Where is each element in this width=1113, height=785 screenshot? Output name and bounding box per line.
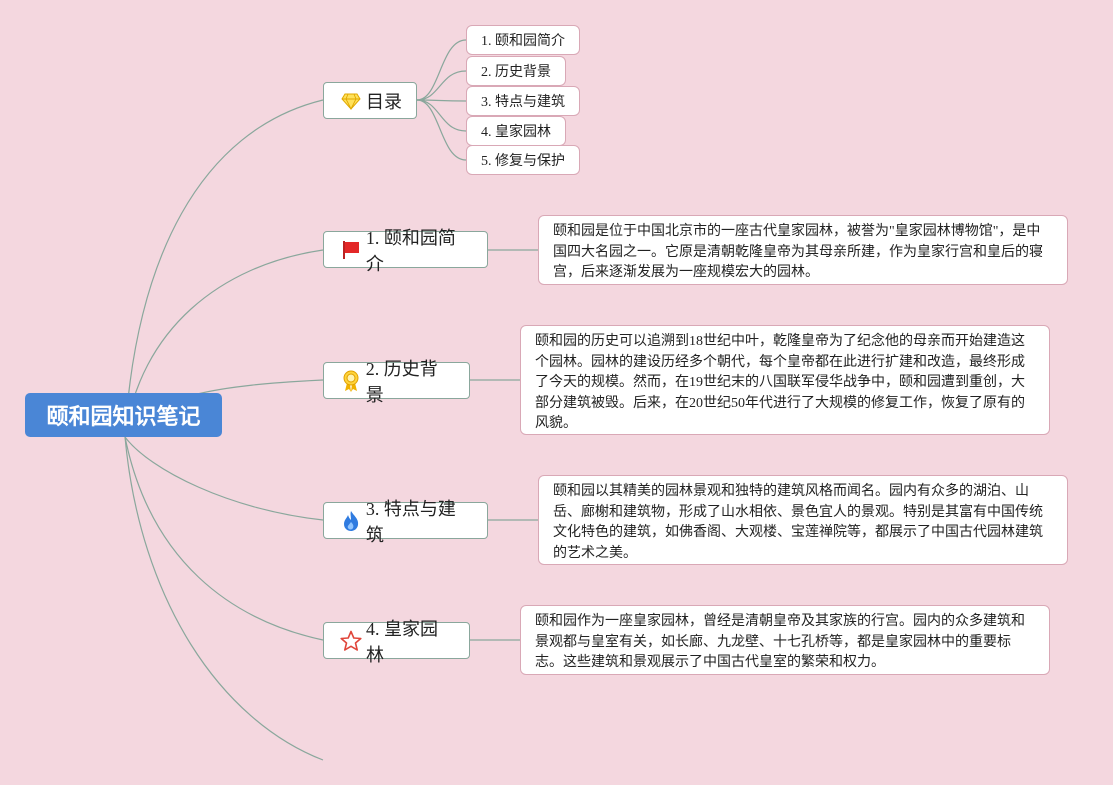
- branch-node-history[interactable]: 2. 历史背景: [323, 359, 470, 405]
- connector-toc-item-5: [416, 99, 467, 161]
- toc-item-3[interactable]: 3. 特点与建筑: [466, 86, 580, 116]
- description-text: 颐和园作为一座皇家园林，曾经是清朝皇帝及其家族的行宫。园内的众多建筑和景观都与皇…: [535, 614, 1025, 670]
- branch-label: 4. 皇家园林: [366, 618, 438, 665]
- toc-item-label: 4. 皇家园林: [481, 125, 551, 140]
- toc-item-5[interactable]: 5. 修复与保护: [466, 145, 580, 175]
- connector-root-branch-4: [124, 436, 324, 641]
- branch-node-features[interactable]: 3. 特点与建筑: [323, 499, 488, 545]
- branch-node-intro[interactable]: 1. 颐和园简介: [323, 228, 488, 274]
- branch-description-features: 颐和园以其精美的园林景观和独特的建筑风格而闻名。园内有众多的湖泊、山岳、廊榭和建…: [538, 475, 1068, 565]
- branch-node-royal[interactable]: 4. 皇家园林: [323, 619, 470, 665]
- branch-description-history: 颐和园的历史可以追溯到18世纪中叶，乾隆皇帝为了纪念他的母亲而开始建造这个园林。…: [520, 325, 1050, 435]
- connector-root-branch-3: [124, 436, 324, 521]
- root-title: 颐和园知识笔记: [46, 405, 201, 430]
- award-medal-icon: [340, 370, 362, 392]
- connector-root-toc: [124, 99, 324, 438]
- fire-icon: [340, 510, 362, 532]
- gem-icon: [340, 90, 362, 112]
- toc-item-label: 3. 特点与建筑: [481, 95, 565, 110]
- connector-toc-item-4: [416, 99, 467, 132]
- branch-label: 1. 颐和园简介: [365, 227, 456, 274]
- toc-item-4[interactable]: 4. 皇家园林: [466, 116, 566, 146]
- red-flag-icon: [340, 239, 362, 261]
- toc-item-1[interactable]: 1. 颐和园简介: [466, 25, 580, 55]
- toc-label: 目录: [366, 91, 402, 112]
- description-text: 颐和园的历史可以追溯到18世纪中叶，乾隆皇帝为了纪念他的母亲而开始建造这个园林。…: [535, 334, 1025, 431]
- star-icon: [340, 630, 362, 652]
- branch-label: 2. 历史背景: [365, 358, 438, 405]
- branch-label: 3. 特点与建筑: [365, 498, 456, 545]
- branch-description-royal: 颐和园作为一座皇家园林，曾经是清朝皇帝及其家族的行宫。园内的众多建筑和景观都与皇…: [520, 605, 1050, 675]
- branch-description-intro: 颐和园是位于中国北京市的一座古代皇家园林，被誉为"皇家园林博物馆"，是中国四大名…: [538, 215, 1068, 285]
- toc-item-label: 1. 颐和园简介: [481, 34, 565, 49]
- description-text: 颐和园是位于中国北京市的一座古代皇家园林，被誉为"皇家园林博物馆"，是中国四大名…: [553, 224, 1043, 280]
- toc-item-2[interactable]: 2. 历史背景: [466, 56, 566, 86]
- toc-item-label: 2. 历史背景: [481, 65, 551, 80]
- toc-node[interactable]: 目录: [323, 82, 417, 119]
- connector-root-branch-5: [124, 436, 324, 761]
- root-node[interactable]: 颐和园知识笔记: [25, 393, 222, 437]
- description-text: 颐和园以其精美的园林景观和独特的建筑风格而闻名。园内有众多的湖泊、山岳、廊榭和建…: [553, 484, 1043, 561]
- connector-toc-item-1: [416, 39, 467, 101]
- toc-item-label: 5. 修复与保护: [481, 154, 565, 169]
- connector-toc-item-2: [416, 70, 467, 101]
